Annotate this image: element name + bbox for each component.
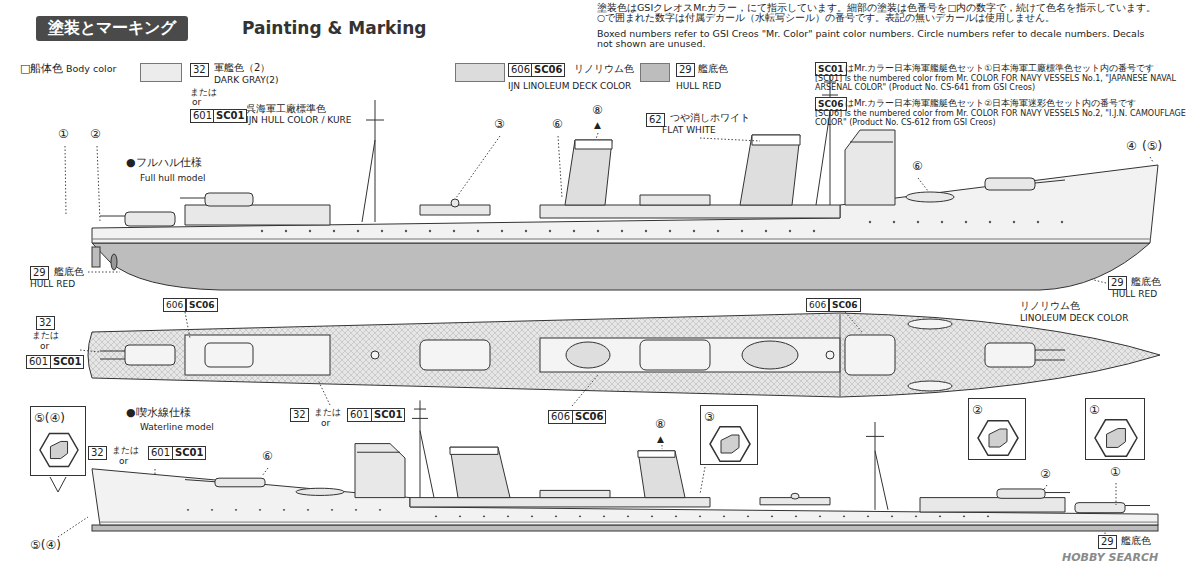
callout-number: ③	[494, 118, 505, 132]
color-swatch	[140, 63, 182, 82]
label-text: DARK GRAY(2)	[214, 75, 279, 85]
title-banner: 塗装とマーキング	[36, 16, 188, 41]
paint-set-number: SC06	[531, 63, 565, 77]
paint-set-number: SC06	[572, 410, 606, 424]
label-text: または	[314, 407, 341, 417]
paint-number: 29	[30, 266, 49, 280]
label-text: Waterline model	[140, 422, 214, 432]
paint-number: 29	[676, 63, 695, 77]
paint-number: 601	[347, 408, 372, 422]
label-text: or	[119, 456, 128, 466]
decal-inset: ③	[700, 405, 758, 465]
paint-number: 601	[148, 446, 173, 460]
label-text: または	[112, 445, 139, 455]
callout-number: ⑥	[552, 118, 563, 132]
paint-set-number: SC01	[50, 355, 84, 369]
paint-number: 606	[163, 298, 186, 312]
legend-text: リノリウム色	[574, 63, 634, 75]
label-text: はMr.カラー日本海軍艦艇色セット②日本海軍迷彩色セット内の番号です	[845, 98, 1136, 108]
paint-set-number: SC06	[186, 298, 218, 312]
legend-text: 艦底色	[698, 63, 728, 75]
label-text: Body color	[66, 64, 116, 75]
callout-number: ②	[1040, 468, 1051, 482]
decal-number: ③	[701, 409, 718, 425]
label-text: または	[190, 87, 217, 97]
label-text: 塗装色はGSIクレオスMr.カラー，にて指示しています。細部の塗装は色番号を□内…	[597, 3, 1163, 24]
paint-number: 601	[26, 355, 51, 369]
label-text: 艦底色	[1121, 535, 1151, 547]
callout-number: ⑧	[592, 104, 603, 118]
callout-number: ⑤(④)	[30, 539, 61, 553]
paint-set-number: SC06	[815, 97, 847, 111]
paint-set-number: SC01	[371, 408, 405, 422]
label-text: or	[40, 341, 49, 351]
callout-number: (⑤)	[1142, 140, 1162, 154]
label-text: IJN HULL COLOR / KURE	[246, 115, 352, 125]
paint-number: 606	[508, 63, 533, 77]
decal-number: ⑤(④)	[31, 410, 68, 426]
paint-number: 601	[190, 109, 215, 123]
label-text: [SC01] is the numbered color from Mr. CO…	[815, 75, 1193, 93]
color-swatch	[455, 63, 505, 82]
callout-number: ⑥	[912, 160, 923, 174]
label-text: 呉海軍工廠標準色	[246, 103, 326, 115]
label-text: LINOLEUM DECK COLOR	[1020, 313, 1128, 323]
label-text: 艦底色	[1131, 276, 1161, 288]
paint-number: 32	[36, 316, 55, 330]
callout-number: ⑧	[655, 418, 666, 432]
label-text: リノリウム色	[1020, 300, 1080, 312]
callout-number: ④	[1126, 140, 1137, 154]
paint-set-number: SC01	[172, 446, 206, 460]
decal-number: ②	[969, 402, 986, 418]
label-text: ▲	[594, 120, 601, 130]
label-text: はMr.カラー日本海軍艦艇色セット①日本海軍工廠標準色セット内の番号です	[845, 63, 1154, 73]
decal-number: ①	[1086, 402, 1103, 418]
label-text: Painting & Marking	[242, 19, 426, 39]
label-text: 艦底色	[54, 266, 84, 278]
decal-inset: ②	[968, 398, 1026, 460]
callout-number: ②	[90, 128, 101, 142]
paint-set-number: SC06	[829, 298, 861, 312]
label-text: または	[32, 330, 59, 340]
label-text: つや消しホワイト	[670, 112, 750, 124]
label-text: or	[192, 97, 201, 107]
decal-inset: ⑤(④)	[30, 406, 86, 476]
callout-number: ①	[1110, 466, 1121, 480]
label-text: □船体色	[20, 63, 63, 76]
watermark: HOBBY SEARCH	[1062, 552, 1158, 565]
paint-number: 606	[806, 298, 829, 312]
label-text: HULL RED	[676, 81, 721, 91]
label-text: Boxed numbers refer to GSI Creos "Mr. Co…	[597, 29, 1163, 50]
paint-number: 32	[190, 63, 209, 77]
paint-number: 29	[1108, 276, 1127, 290]
label-text: Full hull model	[140, 173, 206, 183]
label-text: ●フルハル仕様	[126, 157, 202, 170]
callout-number: ①	[58, 128, 69, 142]
paint-set-number: SC01	[213, 109, 247, 123]
label-text: HULL RED	[1112, 289, 1157, 299]
label-text: ▲	[657, 434, 664, 444]
paint-number: 32	[88, 446, 107, 460]
label-text: or	[321, 418, 330, 428]
paint-number: 606	[548, 410, 573, 424]
paint-set-number: SC01	[815, 62, 847, 76]
paint-number: 62	[646, 113, 665, 127]
label-text: HULL RED	[30, 279, 75, 289]
callout-number: ⑥	[262, 450, 273, 464]
color-swatch	[640, 63, 670, 82]
decal-inset: ①	[1085, 398, 1145, 460]
label-text: IJN LINOLEUM DECK COLOR	[508, 81, 631, 91]
paint-number: 29	[1098, 535, 1117, 549]
legend-text: 軍艦色（2）	[214, 62, 270, 74]
label-text: [SC06] is the numbered color from Mr. CO…	[815, 110, 1193, 128]
paint-number: 32	[290, 408, 309, 422]
label-text: ●喫水線仕様	[126, 407, 191, 420]
label-text: FLAT WHITE	[662, 125, 716, 135]
